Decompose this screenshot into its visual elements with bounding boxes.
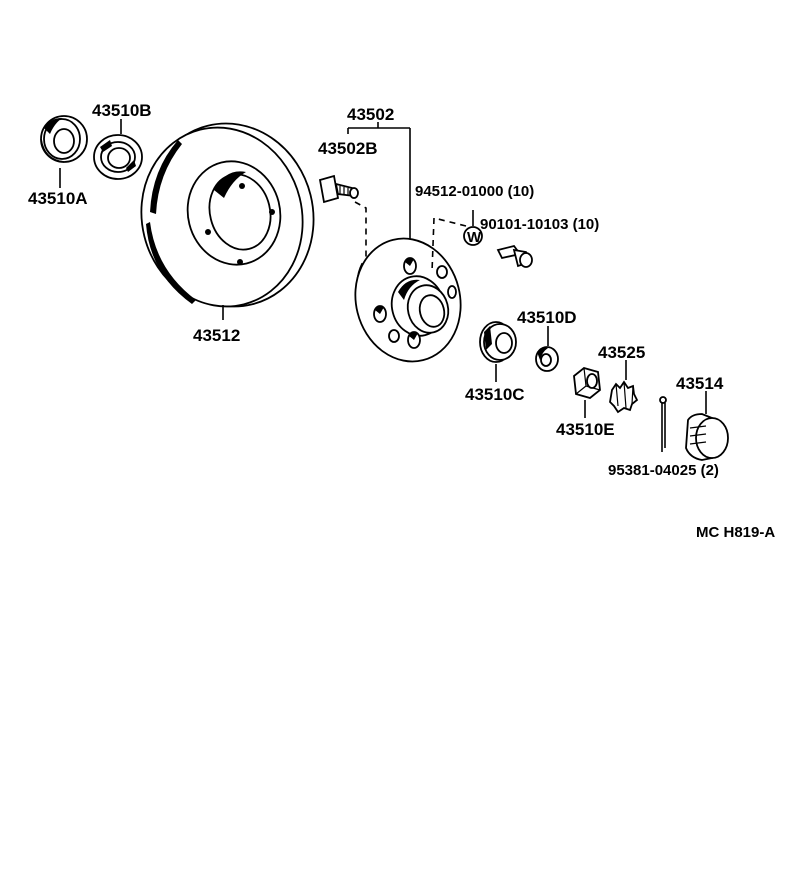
label-90101: 90101-10103 (10) bbox=[480, 216, 599, 233]
label-43510e: 43510E bbox=[556, 420, 615, 439]
label-43514: 43514 bbox=[676, 374, 724, 393]
label-43512: 43512 bbox=[193, 326, 240, 345]
washer-94512[interactable]: W bbox=[463, 226, 483, 246]
hub-bolt-43502b[interactable] bbox=[318, 174, 359, 204]
bearing-43510b[interactable] bbox=[93, 134, 143, 180]
bracket-43502 bbox=[347, 122, 411, 240]
bolt-90101[interactable] bbox=[496, 244, 533, 268]
hub-nut-43510e[interactable] bbox=[573, 367, 601, 399]
thrust-washer-43510d[interactable] bbox=[535, 346, 559, 372]
label-43510b: 43510B bbox=[92, 101, 152, 120]
bearing-43510c[interactable] bbox=[479, 321, 517, 363]
label-94512: 94512-01000 (10) bbox=[415, 183, 534, 200]
brake-disc-43512[interactable] bbox=[123, 106, 333, 325]
label-43510c: 43510C bbox=[465, 385, 525, 404]
nut-lock-43525[interactable] bbox=[609, 380, 639, 414]
label-95381: 95381-04025 (2) bbox=[608, 462, 719, 479]
leader-washer-hub bbox=[431, 216, 467, 273]
label-43525: 43525 bbox=[598, 343, 645, 362]
oil-seal-43510a[interactable] bbox=[40, 115, 88, 163]
axle-hub-43502[interactable] bbox=[343, 227, 474, 372]
grease-cap-43514[interactable] bbox=[685, 413, 729, 461]
label-43510d: 43510D bbox=[517, 308, 577, 327]
leader-43502b bbox=[354, 201, 367, 266]
cotter-pin-95381[interactable] bbox=[659, 396, 667, 452]
diagram-code: MC H819-A bbox=[696, 524, 775, 541]
label-43502: 43502 bbox=[347, 105, 394, 124]
washer-mark: W bbox=[467, 229, 482, 246]
label-43510a: 43510A bbox=[28, 189, 88, 208]
label-43502b: 43502B bbox=[318, 139, 378, 158]
